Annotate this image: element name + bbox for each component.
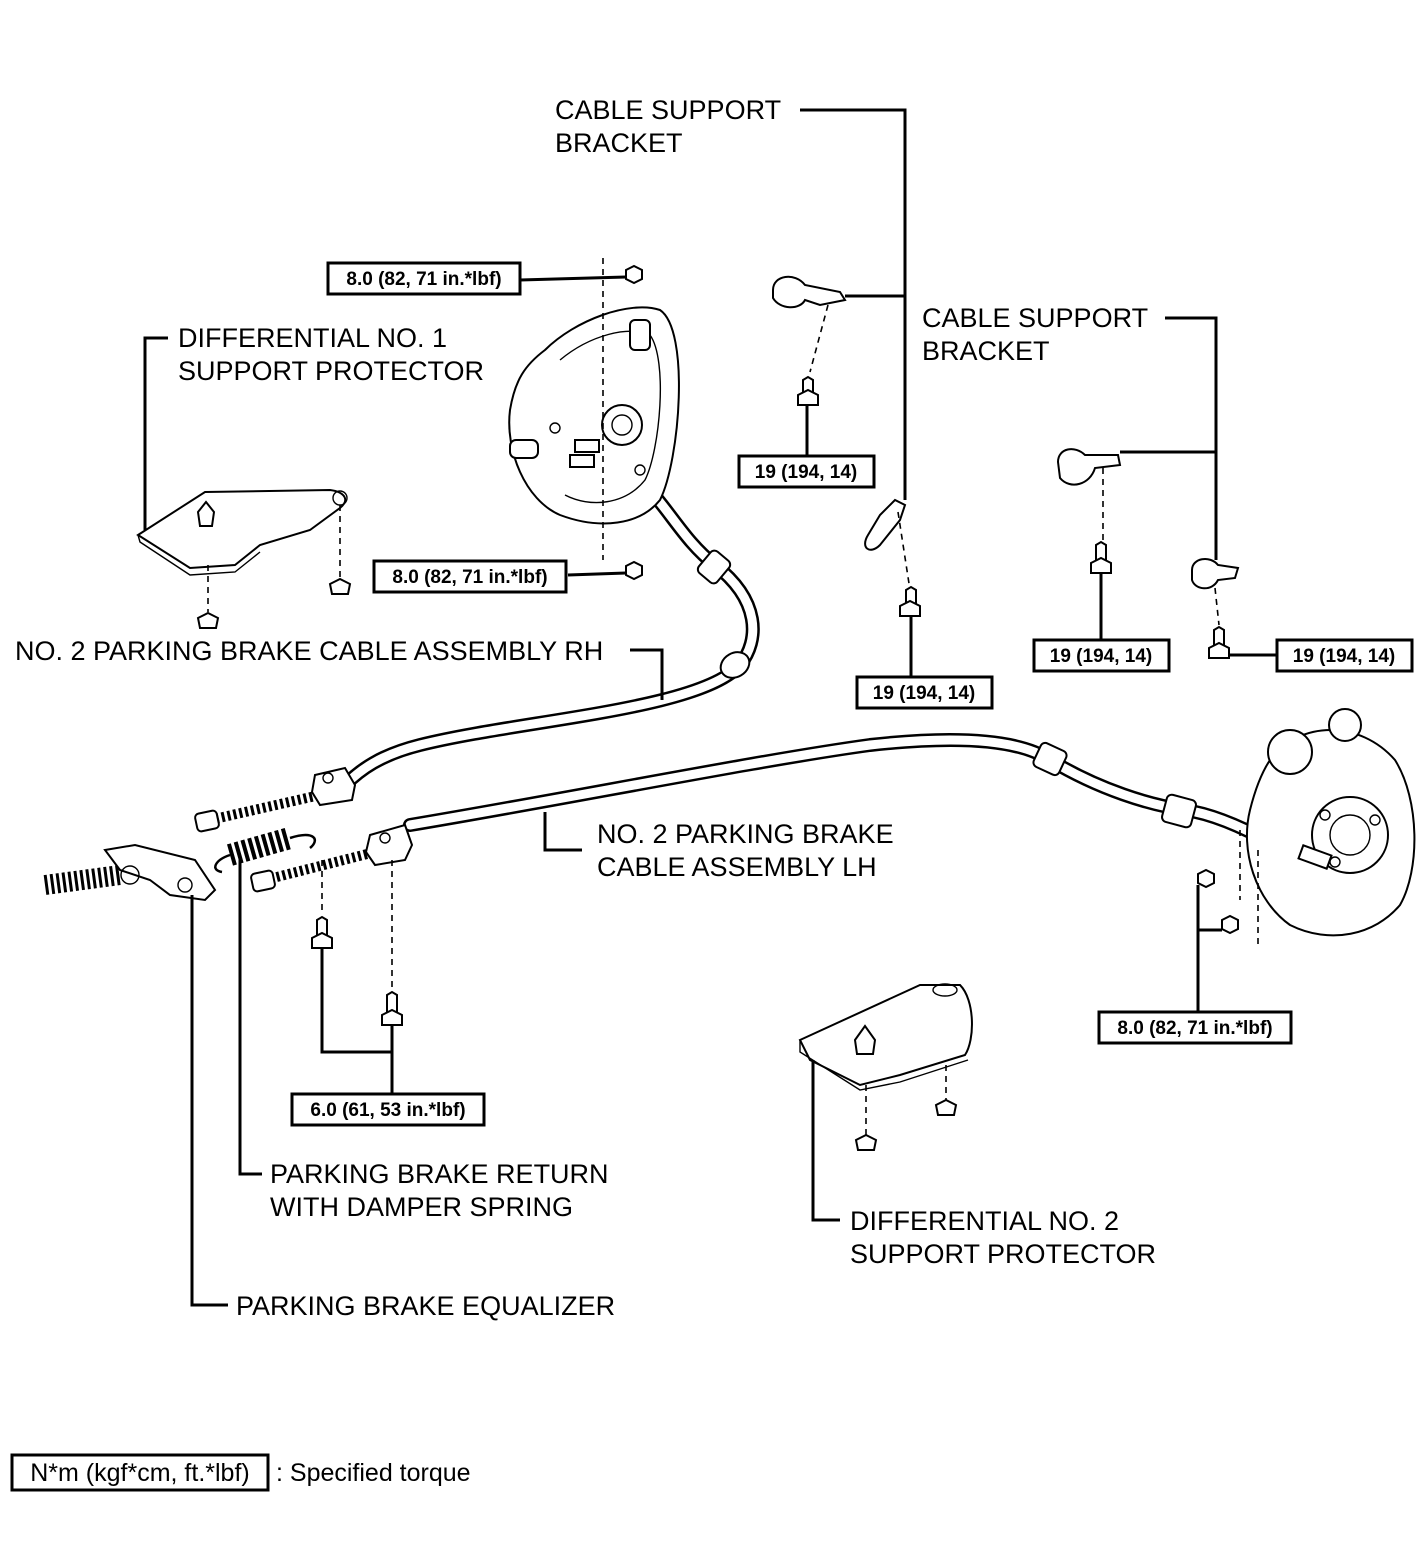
label-return-spring-line2: WITH DAMPER SPRING <box>270 1192 573 1222</box>
torque-mid-nut-text: 8.0 (82, 71 in.*lbf) <box>392 567 547 588</box>
cable-rh <box>338 448 760 792</box>
torque-top-nut-text: 8.0 (82, 71 in.*lbf) <box>346 269 501 290</box>
label-cable-rh: NO. 2 PARKING BRAKE CABLE ASSEMBLY RH <box>15 636 603 666</box>
label-cable-lh-line1: NO. 2 PARKING BRAKE <box>597 819 894 849</box>
torque-box-lower-bolt: 6.0 (61, 53 in.*lbf) <box>290 1092 486 1127</box>
label-cable-support-bracket-2-line2: BRACKET <box>922 336 1050 366</box>
diff-no1-protector <box>136 488 352 629</box>
cable-support-bracket-2 <box>1056 448 1240 659</box>
torque-box-bracket2-side-bolt: 19 (194, 14) <box>1275 638 1414 673</box>
torque-box-bracket1-bolt: 19 (194, 14) <box>737 454 876 489</box>
cable-rh-end <box>194 766 357 833</box>
torque-bracket1-bolt-text: 19 (194, 14) <box>755 462 857 483</box>
return-spring <box>214 827 316 874</box>
label-cable-support-bracket-1-line1: CABLE SUPPORT <box>555 95 781 125</box>
legend-unit-box-text: N*m (kgf*cm, ft.*lbf) <box>30 1459 249 1487</box>
torque-box-top-nut: 8.0 (82, 71 in.*lbf) <box>326 261 522 296</box>
diff-no2-protector <box>798 983 973 1151</box>
label-cable-support-bracket-1-line2: BRACKET <box>555 128 683 158</box>
torque-bracket1-lower-bolt-text: 19 (194, 14) <box>873 683 975 704</box>
cable-lh-end <box>250 823 414 1026</box>
label-cable-support-bracket-2-line1: CABLE SUPPORT <box>922 303 1148 333</box>
label-diff-no2-line1: DIFFERENTIAL NO. 2 <box>850 1206 1119 1236</box>
right-backing-plate <box>1197 708 1416 945</box>
cable-lh <box>403 733 1307 867</box>
legend-text: : Specified torque <box>276 1459 471 1487</box>
label-diff-no2-line2: SUPPORT PROTECTOR <box>850 1239 1156 1269</box>
parking-brake-equalizer <box>43 843 217 902</box>
torque-box-mid-nut: 8.0 (82, 71 in.*lbf) <box>372 559 568 594</box>
torque-right-nut-text: 8.0 (82, 71 in.*lbf) <box>1117 1018 1272 1039</box>
torque-bracket2-side-bolt-text: 19 (194, 14) <box>1293 646 1395 667</box>
torque-box-bracket1-lower-bolt: 19 (194, 14) <box>855 675 994 710</box>
cable-support-bracket-1 <box>772 275 921 617</box>
label-cable-lh-line2: CABLE ASSEMBLY LH <box>597 852 877 882</box>
label-diff-no1-line2: SUPPORT PROTECTOR <box>178 356 484 386</box>
left-backing-plate <box>508 258 680 581</box>
torque-box-right-nut: 8.0 (82, 71 in.*lbf) <box>1097 1010 1293 1045</box>
torque-lower-bolt-text: 6.0 (61, 53 in.*lbf) <box>310 1100 465 1121</box>
label-equalizer: PARKING BRAKE EQUALIZER <box>236 1291 615 1321</box>
torque-bracket2-bolt-text: 19 (194, 14) <box>1050 646 1152 667</box>
leader-lines <box>143 108 1276 1307</box>
legend: N*m (kgf*cm, ft.*lbf) : Specified torque <box>10 1453 471 1492</box>
label-diff-no1-line1: DIFFERENTIAL NO. 1 <box>178 323 447 353</box>
torque-box-bracket2-bolt: 19 (194, 14) <box>1032 638 1171 673</box>
label-return-spring-line1: PARKING BRAKE RETURN <box>270 1159 609 1189</box>
